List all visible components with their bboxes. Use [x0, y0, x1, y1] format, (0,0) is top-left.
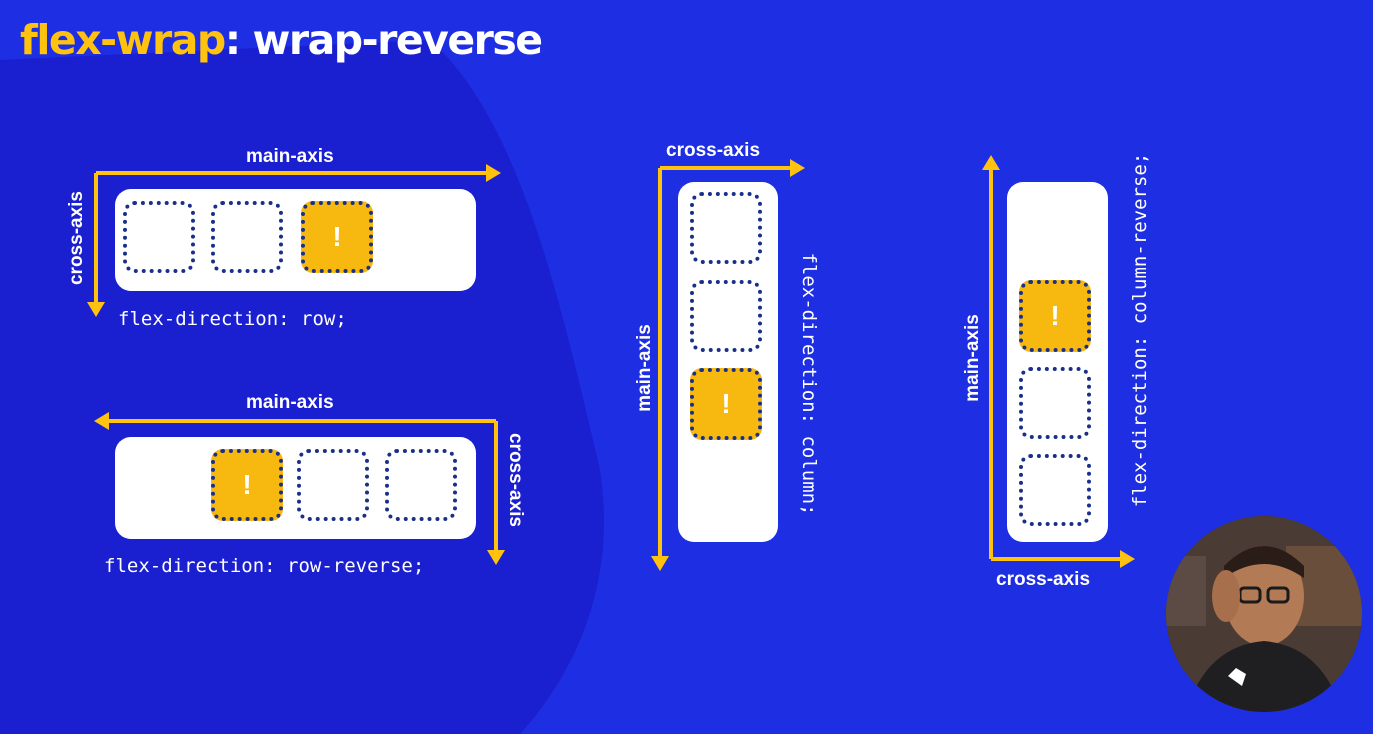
code-label: flex-direction: row-reverse; — [104, 555, 425, 577]
cross-axis-label: cross-axis — [666, 140, 761, 161]
title-property: flex-wrap — [20, 16, 226, 64]
flex-item-highlighted: ! — [690, 368, 762, 440]
presenter-video-icon-art — [1166, 516, 1362, 712]
flex-item — [1019, 367, 1091, 439]
cross-axis-label: cross-axis — [66, 190, 87, 286]
item-mark: ! — [721, 388, 731, 419]
flex-item — [1019, 454, 1091, 526]
flex-item — [385, 449, 457, 521]
cross-axis-label: cross-axis — [996, 569, 1091, 590]
main-axis-label: main-axis — [962, 314, 983, 402]
title-separator: : — [224, 16, 241, 64]
flex-container: ! — [115, 437, 476, 539]
item-mark: ! — [242, 469, 252, 500]
main-axis-label: main-axis — [634, 324, 655, 412]
flex-item-highlighted: ! — [301, 201, 373, 273]
code-label: flex-direction: column-reverse; — [1129, 152, 1151, 508]
flex-item — [690, 280, 762, 352]
cross-axis-label: cross-axis — [505, 432, 526, 528]
flex-container: ! — [678, 182, 778, 542]
main-axis-label: main-axis — [246, 392, 334, 413]
flex-item — [297, 449, 369, 521]
main-axis-label: main-axis — [246, 146, 334, 167]
flex-container: ! — [115, 189, 476, 291]
item-mark: ! — [332, 221, 342, 252]
presenter-video-icon — [1166, 516, 1362, 712]
code-label: flex-direction: row; — [118, 308, 347, 330]
flex-container: ! — [1007, 182, 1108, 542]
code-label: flex-direction: column; — [798, 252, 820, 516]
slide-title: flex-wrap: wrap-reverse — [20, 14, 543, 66]
flex-item — [123, 201, 195, 273]
flex-item-highlighted: ! — [1019, 280, 1091, 352]
flex-item — [690, 192, 762, 264]
item-mark: ! — [1050, 300, 1060, 331]
flex-item — [211, 201, 283, 273]
title-value: wrap-reverse — [252, 16, 543, 64]
flex-item-highlighted: ! — [211, 449, 283, 521]
